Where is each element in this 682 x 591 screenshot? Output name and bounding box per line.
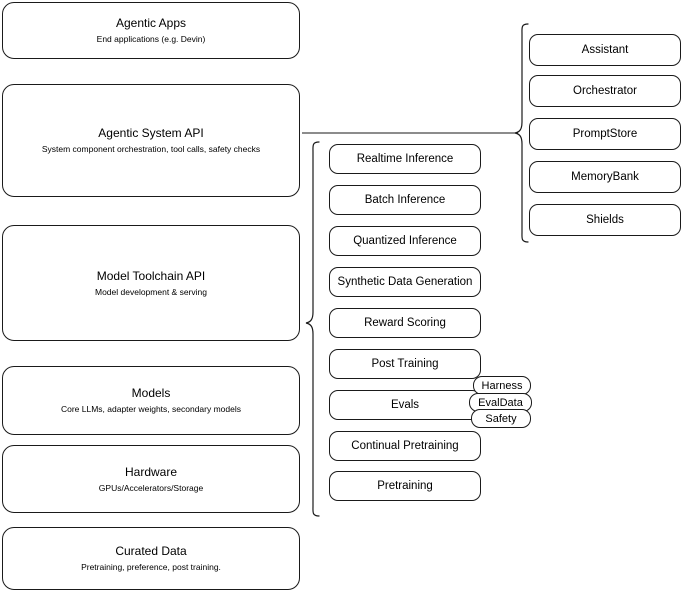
capability-label: Quantized Inference (353, 235, 457, 247)
layer-box-hardware[interactable]: Hardware GPUs/Accelerators/Storage (2, 445, 300, 513)
capability-realtime-inference[interactable]: Realtime Inference (329, 144, 481, 174)
layer-title: Model Toolchain API (96, 268, 206, 283)
layer-title: Agentic Apps (115, 16, 187, 30)
capability-continual-pretraining[interactable]: Continual Pretraining (329, 431, 481, 461)
layer-subtitle: Core LLMs, adapter weights, secondary mo… (60, 404, 241, 414)
layer-subtitle: GPUs/Accelerators/Storage (98, 482, 204, 493)
system-component-orchestrator[interactable]: Orchestrator (529, 75, 681, 107)
layer-box-models[interactable]: Models Core LLMs, adapter weights, secon… (2, 366, 300, 435)
capability-label: Realtime Inference (356, 153, 454, 165)
system-component-shields[interactable]: Shields (529, 204, 681, 236)
layer-title: Models (131, 386, 171, 400)
system-component-promptstore[interactable]: PromptStore (529, 118, 681, 150)
layer-subtitle: End applications (e.g. Devin) (96, 34, 206, 44)
capability-batch-inference[interactable]: Batch Inference (329, 185, 481, 215)
evals-subcomponent-label: Safety (485, 412, 517, 425)
system-component-label: MemoryBank (571, 171, 639, 183)
capability-evals[interactable]: Evals (329, 390, 481, 420)
system-component-label: Shields (586, 214, 624, 226)
system-component-label: PromptStore (572, 128, 638, 140)
layer-title: Agentic System API (98, 126, 204, 140)
evals-subcomponent-label: EvalData (478, 396, 523, 409)
layer-subtitle: Pretraining, preference, post training. (81, 562, 221, 572)
evals-subcomponent-evaldata[interactable]: EvalData (469, 393, 532, 412)
capability-label: Evals (390, 399, 420, 411)
layer-box-agentic-system-api[interactable]: Agentic System API System component orch… (2, 84, 300, 197)
capability-label: Continual Pretraining (351, 440, 459, 452)
evals-subcomponent-label: Harness (481, 379, 523, 392)
capability-post-training[interactable]: Post Training (329, 349, 481, 379)
capability-pretraining[interactable]: Pretraining (329, 471, 481, 501)
layer-box-agentic-apps[interactable]: Agentic Apps End applications (e.g. Devi… (2, 2, 300, 59)
brace-toolchain-capabilities (303, 140, 321, 520)
capability-label: Batch Inference (364, 194, 446, 206)
capability-reward-scoring[interactable]: Reward Scoring (329, 308, 481, 338)
capability-label: Post Training (371, 358, 439, 370)
system-component-label: Orchestrator (573, 85, 637, 97)
capability-quantized-inference[interactable]: Quantized Inference (329, 226, 481, 256)
capability-label: Reward Scoring (364, 317, 446, 329)
layer-box-model-toolchain-api[interactable]: Model Toolchain API Model development & … (2, 225, 300, 341)
brace-system-components (512, 22, 530, 244)
capability-synthetic-data-generation[interactable]: Synthetic Data Generation (329, 267, 481, 297)
layer-subtitle: System component orchestration, tool cal… (41, 144, 261, 154)
capability-label: Synthetic Data Generation (337, 276, 473, 288)
capability-label: Pretraining (377, 480, 433, 492)
system-component-assistant[interactable]: Assistant (529, 34, 681, 66)
connector-system-api-to-components (300, 126, 520, 140)
layer-box-curated-data[interactable]: Curated Data Pretraining, preference, po… (2, 527, 300, 590)
system-component-label: Assistant (581, 44, 629, 56)
layer-title: Hardware (124, 464, 178, 479)
system-component-memorybank[interactable]: MemoryBank (529, 161, 681, 193)
evals-subcomponent-safety[interactable]: Safety (471, 409, 531, 428)
layer-title: Curated Data (115, 544, 187, 558)
layer-subtitle: Model development & serving (95, 286, 207, 297)
